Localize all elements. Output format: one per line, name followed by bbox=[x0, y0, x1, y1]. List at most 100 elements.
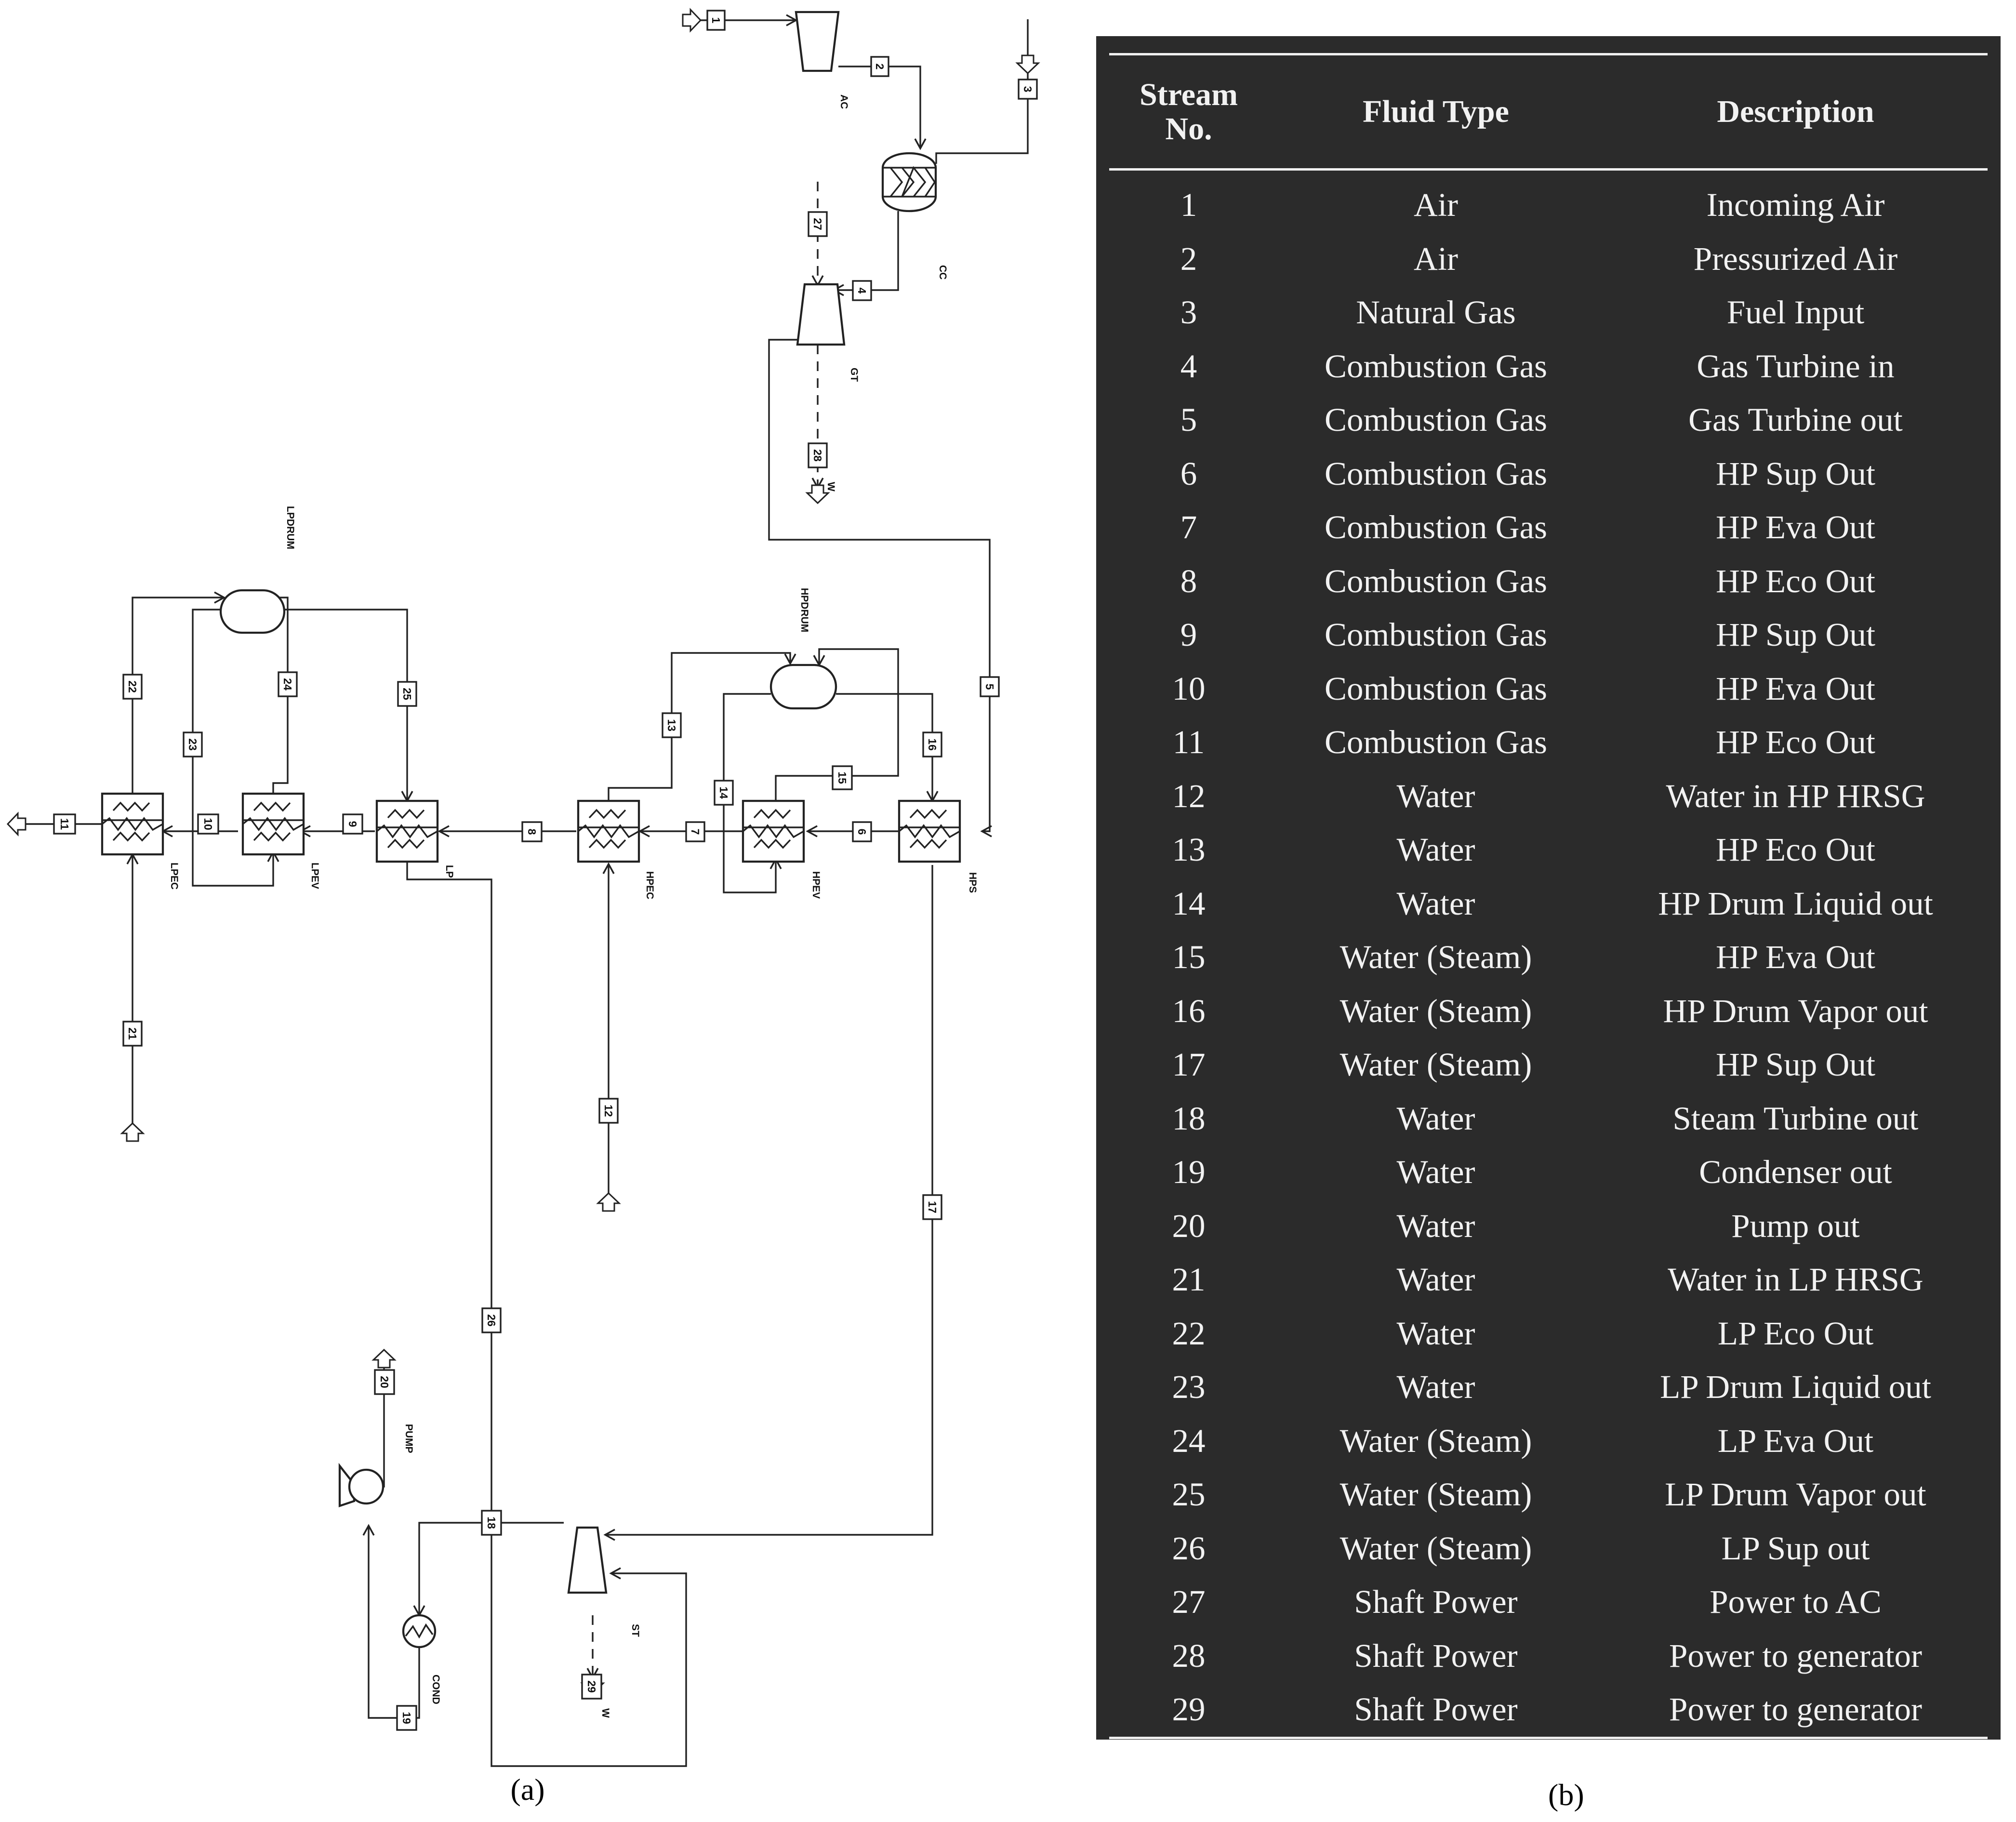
stream-label: 24 bbox=[278, 671, 298, 697]
cell-description: HP Eva Out bbox=[1716, 939, 1875, 976]
svg-text:14: 14 bbox=[717, 786, 730, 799]
stream-label: 7 bbox=[685, 821, 705, 842]
cell-description: HP Eco Out bbox=[1716, 562, 1875, 599]
lpec-heat-exchanger: LPEC bbox=[102, 794, 180, 890]
hps-heat-exchanger: HPS bbox=[899, 801, 978, 893]
condenser: COND bbox=[402, 1614, 441, 1704]
stream-label: 19 bbox=[396, 1705, 417, 1731]
cell-stream-no: 18 bbox=[1172, 1100, 1206, 1137]
cell-stream-no: 20 bbox=[1172, 1207, 1206, 1244]
cell-fluid-type: Water bbox=[1396, 1315, 1475, 1352]
stream-label: 1 bbox=[706, 10, 726, 31]
cell-description: Gas Turbine in bbox=[1697, 347, 1895, 385]
lp-label: LP bbox=[444, 865, 455, 878]
cell-description: LP Drum Liquid out bbox=[1660, 1369, 1931, 1406]
exhaust-outlet-arrow-icon bbox=[7, 812, 27, 836]
gt-label: GT bbox=[849, 368, 860, 382]
cell-description: HP Sup Out bbox=[1715, 1046, 1876, 1083]
stream-label: 12 bbox=[598, 1098, 619, 1124]
cell-stream-no: 17 bbox=[1172, 1046, 1206, 1083]
st-label: ST bbox=[630, 1624, 641, 1637]
stream-label: 29 bbox=[581, 1674, 602, 1700]
cell-description: HP Sup Out bbox=[1715, 455, 1876, 492]
svg-text:12: 12 bbox=[602, 1104, 615, 1117]
stream-label: 2 bbox=[870, 56, 889, 77]
cell-description: Condenser out bbox=[1699, 1154, 1892, 1191]
svg-text:23: 23 bbox=[186, 738, 199, 751]
hpec-label: HPEC bbox=[644, 871, 655, 899]
cell-fluid-type: Water bbox=[1396, 1100, 1475, 1137]
diagram-caption: (a) bbox=[510, 1772, 544, 1807]
cell-fluid-type: Combustion Gas bbox=[1325, 562, 1547, 599]
stream-label: 3 bbox=[1018, 79, 1038, 100]
st-work-label: W bbox=[600, 1708, 611, 1718]
svg-text:6: 6 bbox=[856, 829, 868, 835]
stream-label: 28 bbox=[808, 442, 828, 468]
stream-label: 6 bbox=[852, 821, 872, 842]
cell-stream-no: 3 bbox=[1180, 294, 1197, 331]
cell-fluid-type: Water bbox=[1396, 1207, 1475, 1244]
cell-fluid-type: Water (Steam) bbox=[1340, 1529, 1532, 1567]
combustion-chamber: CC bbox=[881, 152, 948, 279]
hpec-heat-exchanger: HPEC bbox=[578, 801, 655, 899]
cell-fluid-type: Water (Steam) bbox=[1340, 992, 1532, 1029]
cell-stream-no: 16 bbox=[1172, 992, 1206, 1029]
hpev-label: HPEV bbox=[810, 871, 822, 899]
cell-fluid-type: Water bbox=[1396, 885, 1475, 922]
cell-stream-no: 23 bbox=[1172, 1369, 1206, 1406]
svg-text:4: 4 bbox=[856, 288, 868, 294]
svg-text:17: 17 bbox=[926, 1201, 939, 1213]
stream-label: 20 bbox=[374, 1369, 395, 1395]
stream-label: 17 bbox=[922, 1194, 942, 1220]
cell-description: Power to generator bbox=[1669, 1637, 1922, 1674]
cell-stream-no: 28 bbox=[1172, 1637, 1206, 1674]
hpev-heat-exchanger: HPEV bbox=[743, 801, 822, 899]
svg-text:9: 9 bbox=[346, 821, 359, 827]
cell-fluid-type: Shaft Power bbox=[1268, 1683, 1604, 1739]
cell-stream-no: 19 bbox=[1172, 1154, 1206, 1191]
hpdrum-label: HPDRUM bbox=[799, 588, 810, 632]
cell-stream-no: 12 bbox=[1172, 777, 1206, 814]
cell-description: Power to AC bbox=[1710, 1583, 1882, 1621]
svg-text:18: 18 bbox=[485, 1516, 498, 1529]
stream-label: 13 bbox=[662, 712, 682, 738]
cell-description: HP Eco Out bbox=[1716, 831, 1875, 868]
svg-text:28: 28 bbox=[811, 449, 824, 462]
cell-fluid-type: Combustion Gas bbox=[1325, 509, 1547, 546]
cell-stream-no: 7 bbox=[1180, 509, 1197, 546]
hp-water-inlet-arrow-icon bbox=[597, 1192, 620, 1212]
cell-description: Pressurized Air bbox=[1693, 240, 1898, 277]
cell-fluid-type: Water (Steam) bbox=[1340, 1422, 1532, 1459]
cell-fluid-type: Air bbox=[1414, 186, 1458, 224]
cell-stream-no: 15 bbox=[1172, 939, 1206, 976]
cell-fluid-type: Combustion Gas bbox=[1325, 455, 1547, 492]
cell-fluid-type: Water bbox=[1396, 831, 1475, 868]
air-inlet-arrow-icon bbox=[682, 9, 702, 32]
cell-stream-no: 27 bbox=[1172, 1583, 1206, 1621]
stream-label: 18 bbox=[481, 1510, 502, 1536]
svg-text:29: 29 bbox=[585, 1680, 598, 1693]
gt-work-out-arrow-icon bbox=[806, 484, 829, 504]
lpev-label: LPEV bbox=[309, 863, 320, 889]
cell-description: Power to generator bbox=[1604, 1683, 1988, 1739]
cell-description: LP Sup out bbox=[1721, 1529, 1870, 1567]
steam-turbine: ST bbox=[567, 1526, 641, 1637]
cell-stream-no: 5 bbox=[1180, 401, 1197, 439]
cell-stream-no: 10 bbox=[1172, 670, 1206, 707]
fuel-inlet-arrow-icon bbox=[1016, 54, 1039, 74]
cell-stream-no: 22 bbox=[1172, 1315, 1206, 1352]
cell-stream-no: 25 bbox=[1172, 1476, 1206, 1513]
hps-label: HPS bbox=[967, 872, 978, 893]
